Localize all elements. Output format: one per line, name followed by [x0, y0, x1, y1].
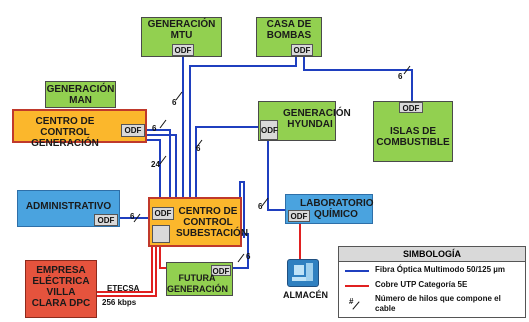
node-futura-generacion: ODF FUTURA GENERACIÓN: [166, 262, 233, 296]
node-generacion-hyundai: GENERACIÓN HYUNDAI ODF: [258, 101, 351, 141]
node-laboratorio-quimico: LABORATORIO QUÍMICO ODF: [285, 194, 374, 224]
fiber-hyundai-lab: [267, 140, 286, 211]
cable-count: 6: [246, 252, 251, 261]
link-label-etecsa: ETECSA: [107, 284, 140, 293]
node-generacion-mtu: GENERACIÓN MTU ODF: [141, 17, 222, 57]
node-title: LABORATORIO QUÍMICO: [300, 198, 374, 220]
node-administrativo: ADMINISTRATIVO ODF: [17, 190, 120, 227]
node-generacion-man: GENERACIÓN MAN: [45, 81, 116, 108]
fiber-futura: [232, 233, 249, 269]
legend-item-copper: Cobre UTP Categoría 5E: [375, 280, 468, 289]
cable-count: 6: [172, 98, 177, 107]
legend-symbol: #: [349, 297, 354, 306]
fiber-gen-sub-a: [145, 129, 171, 198]
node-title: CENTRO DE CONTROL SUBESTACIÓN: [176, 206, 249, 239]
copper-empresa-sub-2: [97, 246, 157, 297]
node-centro-control-subestacion: ODF CENTRO DE CONTROL SUBESTACIÓN: [148, 197, 249, 247]
copper-sub-futura: [159, 246, 166, 269]
node-title: CASA DE BOMBAS: [266, 19, 312, 41]
fiber-bombas-islas: [303, 56, 413, 102]
copper-empresa-sub: [97, 246, 153, 293]
cable-count: 6: [152, 124, 157, 133]
hash-mark: [175, 91, 183, 101]
link-label-speed: 256 kbps: [102, 298, 137, 307]
node-title: FUTURA GENERACIÓN: [167, 273, 229, 294]
odf-badge: ODF: [288, 210, 310, 222]
cable-count: 6: [258, 202, 263, 211]
odf-badge: ODF: [121, 124, 145, 137]
node-title-almacen: ALMACÉN: [283, 290, 328, 300]
legend-item-count: Número de hilos que compone el cable: [375, 294, 501, 313]
node-title: EMPRESA ELÉCTRICA VILLA CLARA DPC: [31, 265, 91, 309]
node-empresa-electrica: EMPRESA ELÉCTRICA VILLA CLARA DPC: [25, 260, 97, 318]
odf-badge: ODF: [172, 44, 194, 56]
legend-box: SIMBOLOGÍA Fibra Óptica Multimodo 50/125…: [338, 246, 526, 318]
odf-badge: ODF: [152, 207, 174, 220]
node-islas-combustible: ODF ISLAS DE COMBUSTIBLE: [373, 101, 453, 162]
hash-mark: [261, 197, 269, 207]
hash-mark: [195, 139, 203, 149]
hash-mark: [133, 213, 141, 223]
hash-mark: [159, 119, 167, 129]
legend-swatch-fiber: [345, 270, 369, 272]
cable-count: 6: [196, 144, 201, 153]
node-title: ADMINISTRATIVO: [25, 201, 112, 212]
hash-mark: [403, 65, 411, 75]
odf-badge: ODF: [260, 120, 278, 140]
fiber-gen-sub-b: [145, 134, 177, 198]
node-casa-bombas: CASA DE BOMBAS ODF: [256, 17, 322, 57]
cable-count: 6: [130, 212, 135, 221]
node-title: GENERACIÓN MTU: [147, 19, 216, 41]
node-title: GENERACIÓN MAN: [46, 84, 115, 106]
legend-swatch-copper: [345, 285, 369, 287]
cable-count: 6: [398, 72, 403, 81]
legend-hash-icon: [352, 301, 360, 310]
node-centro-control-generacion: CENTRO DE CONTROL GENERACIÓN ODF: [12, 109, 147, 149]
odf-badge: ODF: [291, 44, 313, 56]
node-title: ISLAS DE COMBUSTIBLE: [376, 126, 450, 148]
cable-count: 24: [151, 160, 160, 169]
legend-item-fiber: Fibra Óptica Multimodo 50/125 µm: [375, 265, 505, 274]
hash-mark: [237, 253, 245, 263]
node-title: GENERACIÓN HYUNDAI: [283, 108, 351, 130]
odf-badge: ODF: [94, 214, 118, 226]
odf-badge: ODF: [399, 102, 423, 113]
odf-block: [152, 225, 170, 243]
fiber-hyundai-sub: [195, 126, 260, 198]
fiber-sub-loop: [239, 181, 245, 238]
hash-mark: [159, 155, 167, 165]
legend-title: SIMBOLOGÍA: [339, 247, 525, 262]
node-title: CENTRO DE CONTROL GENERACIÓN: [31, 116, 99, 149]
odf-badge: ODF: [211, 265, 231, 276]
fiber-bombas-sub: [189, 56, 297, 198]
computer-icon: [287, 259, 319, 287]
